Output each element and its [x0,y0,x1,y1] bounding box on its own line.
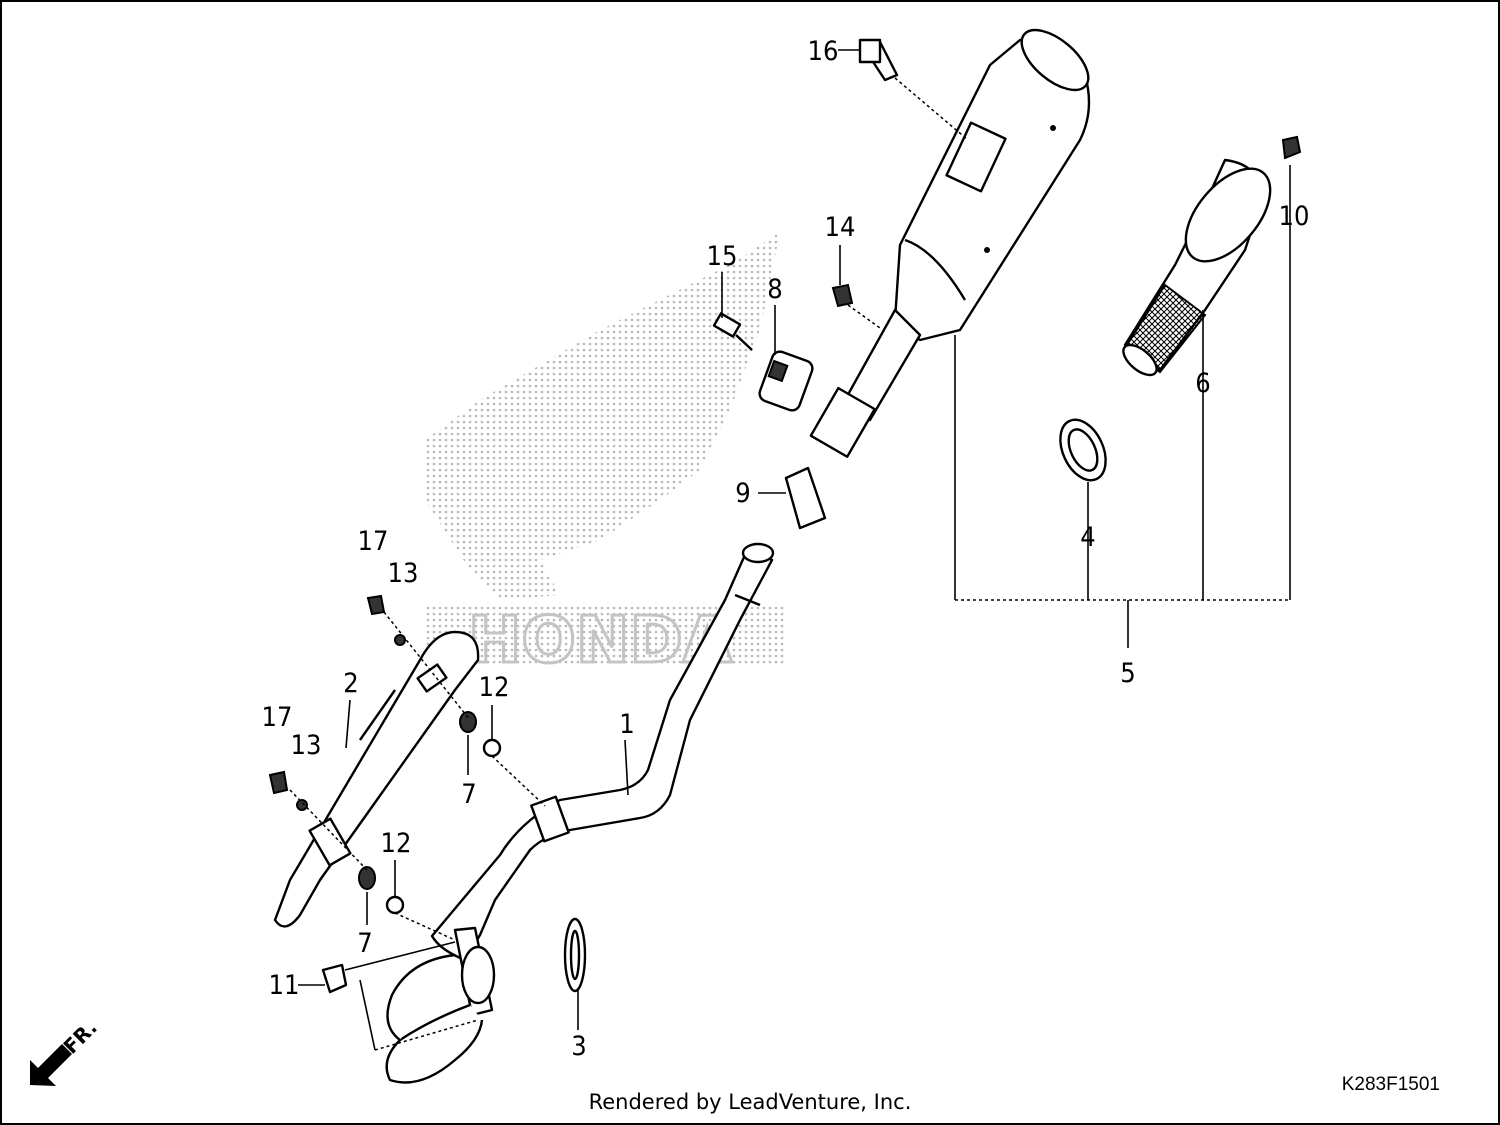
gasket-ring-4 [1059,418,1107,482]
callout-14: 14 [825,212,856,243]
front-arrow-icon: FR. [30,1015,102,1086]
callout-16: 16 [808,36,839,67]
callout-15: 15 [707,241,738,272]
callout-12-lower: 12 [381,828,412,859]
drawing-code: K283F1501 [1341,1074,1440,1095]
callout-4: 4 [1080,522,1095,553]
callout-17-lower: 17 [262,702,293,733]
callout-1: 1 [619,709,634,740]
callout-10: 10 [1279,201,1310,232]
bolt-15 [712,312,753,351]
bolt-14 [831,283,854,308]
callout-3: 3 [571,1031,586,1062]
callout-17-upper: 17 [358,526,389,557]
collar-9 [784,466,827,530]
nuts-7-collars-12 [358,711,502,915]
bolt-16 [858,38,899,82]
callout-5: 5 [1120,658,1135,689]
callout-6: 6 [1195,368,1210,399]
callout-9: 9 [735,478,750,509]
gasket-3 [563,917,587,993]
render-caption: Rendered by LeadVenture, Inc. [588,1090,912,1114]
callout-13-lower: 13 [291,730,322,761]
callout-2: 2 [343,668,358,699]
callout-numbers: 16 10 14 15 8 6 9 4 17 13 5 2 12 1 17 13… [262,36,1310,1062]
clamp-8 [758,350,814,412]
nut-11 [321,963,348,994]
spark-arrester [1122,158,1272,377]
callout-7-upper: 7 [461,779,476,810]
callout-13-upper: 13 [388,558,419,589]
bolt-10 [1281,135,1302,160]
muffler [809,28,1091,458]
callout-7-lower: 7 [357,928,372,959]
callout-8: 8 [767,274,782,305]
exhaust-pipe [385,542,775,1084]
leader-lines [289,49,1291,1051]
callout-11: 11 [269,970,300,1001]
heat-shield [273,630,480,928]
callout-12-upper: 12 [479,672,510,703]
